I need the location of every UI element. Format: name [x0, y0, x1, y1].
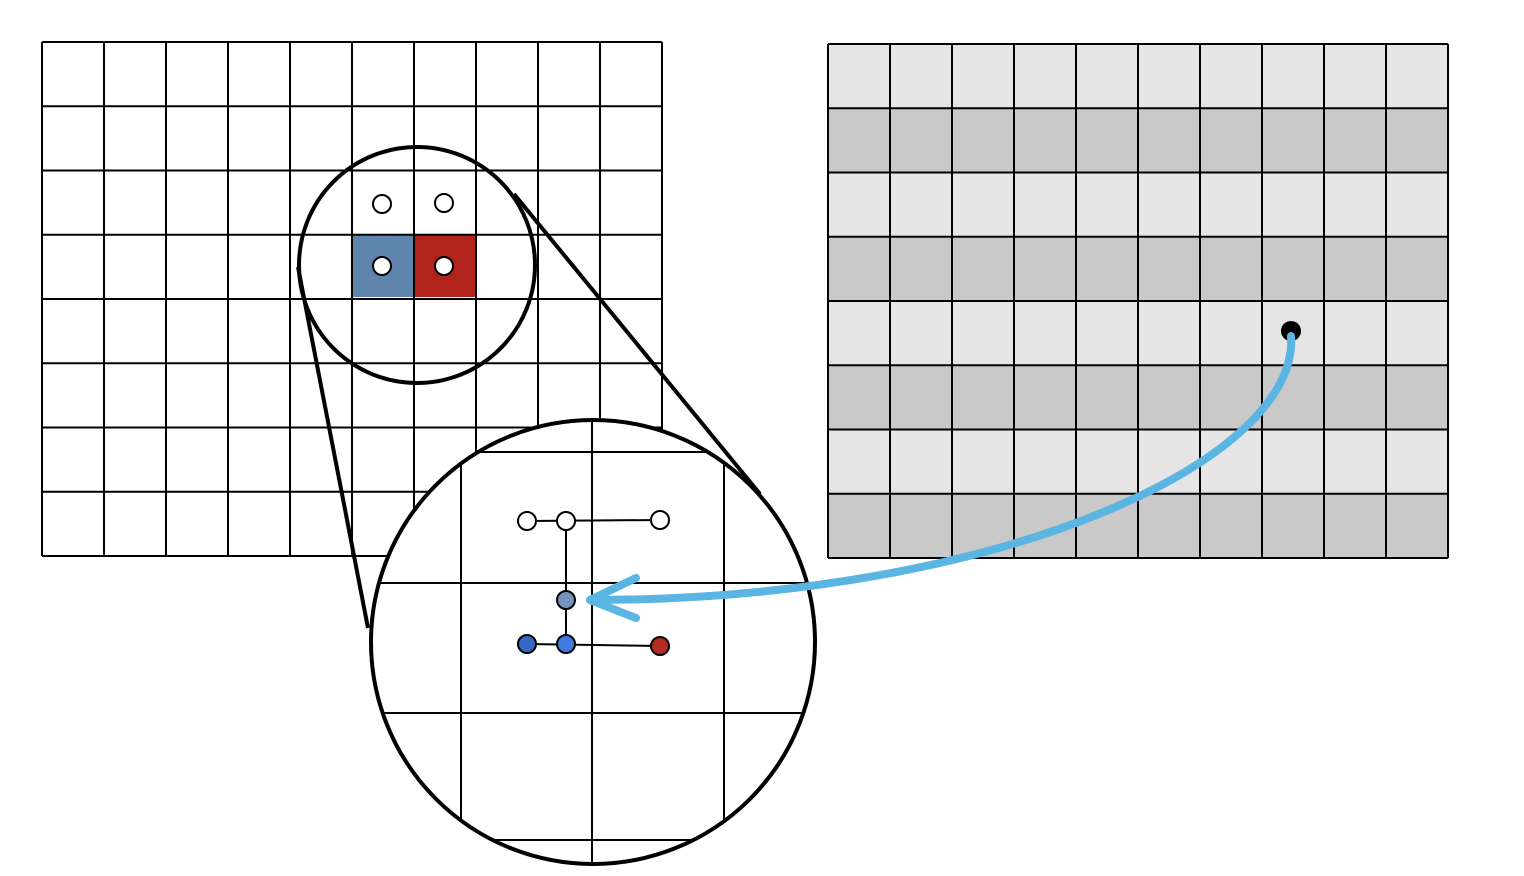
sample-point-top-left: [372, 194, 392, 214]
node-blue-left: [517, 634, 537, 654]
interpolation-links: [526, 519, 661, 647]
sample-point-bottom-right: [434, 256, 454, 276]
node-open-top-mid: [556, 511, 576, 531]
curved-arrow-path: [586, 332, 1296, 604]
right-grid: [827, 43, 1449, 559]
node-open-top-left: [517, 511, 537, 531]
arrow-head-upper: [586, 574, 640, 604]
zoom-lens-outline: [369, 418, 817, 866]
node-blue-mid: [556, 634, 576, 654]
node-red: [650, 636, 670, 656]
connector-line-right: [512, 192, 762, 496]
sample-point-bottom-left: [372, 256, 392, 276]
source-point: [1281, 321, 1301, 341]
small-lens-outline: [297, 145, 537, 385]
curved-arrow-icon: [586, 332, 1296, 622]
node-open-top-right: [650, 510, 670, 530]
node-interpolated: [556, 590, 576, 610]
arrow-head-lower: [586, 596, 640, 622]
connector-line-left: [296, 266, 370, 629]
small-lens: [297, 145, 537, 385]
zoom-lens: [369, 418, 817, 866]
sample-point-top-right: [434, 193, 454, 213]
lens-connector-lines: [296, 192, 762, 629]
